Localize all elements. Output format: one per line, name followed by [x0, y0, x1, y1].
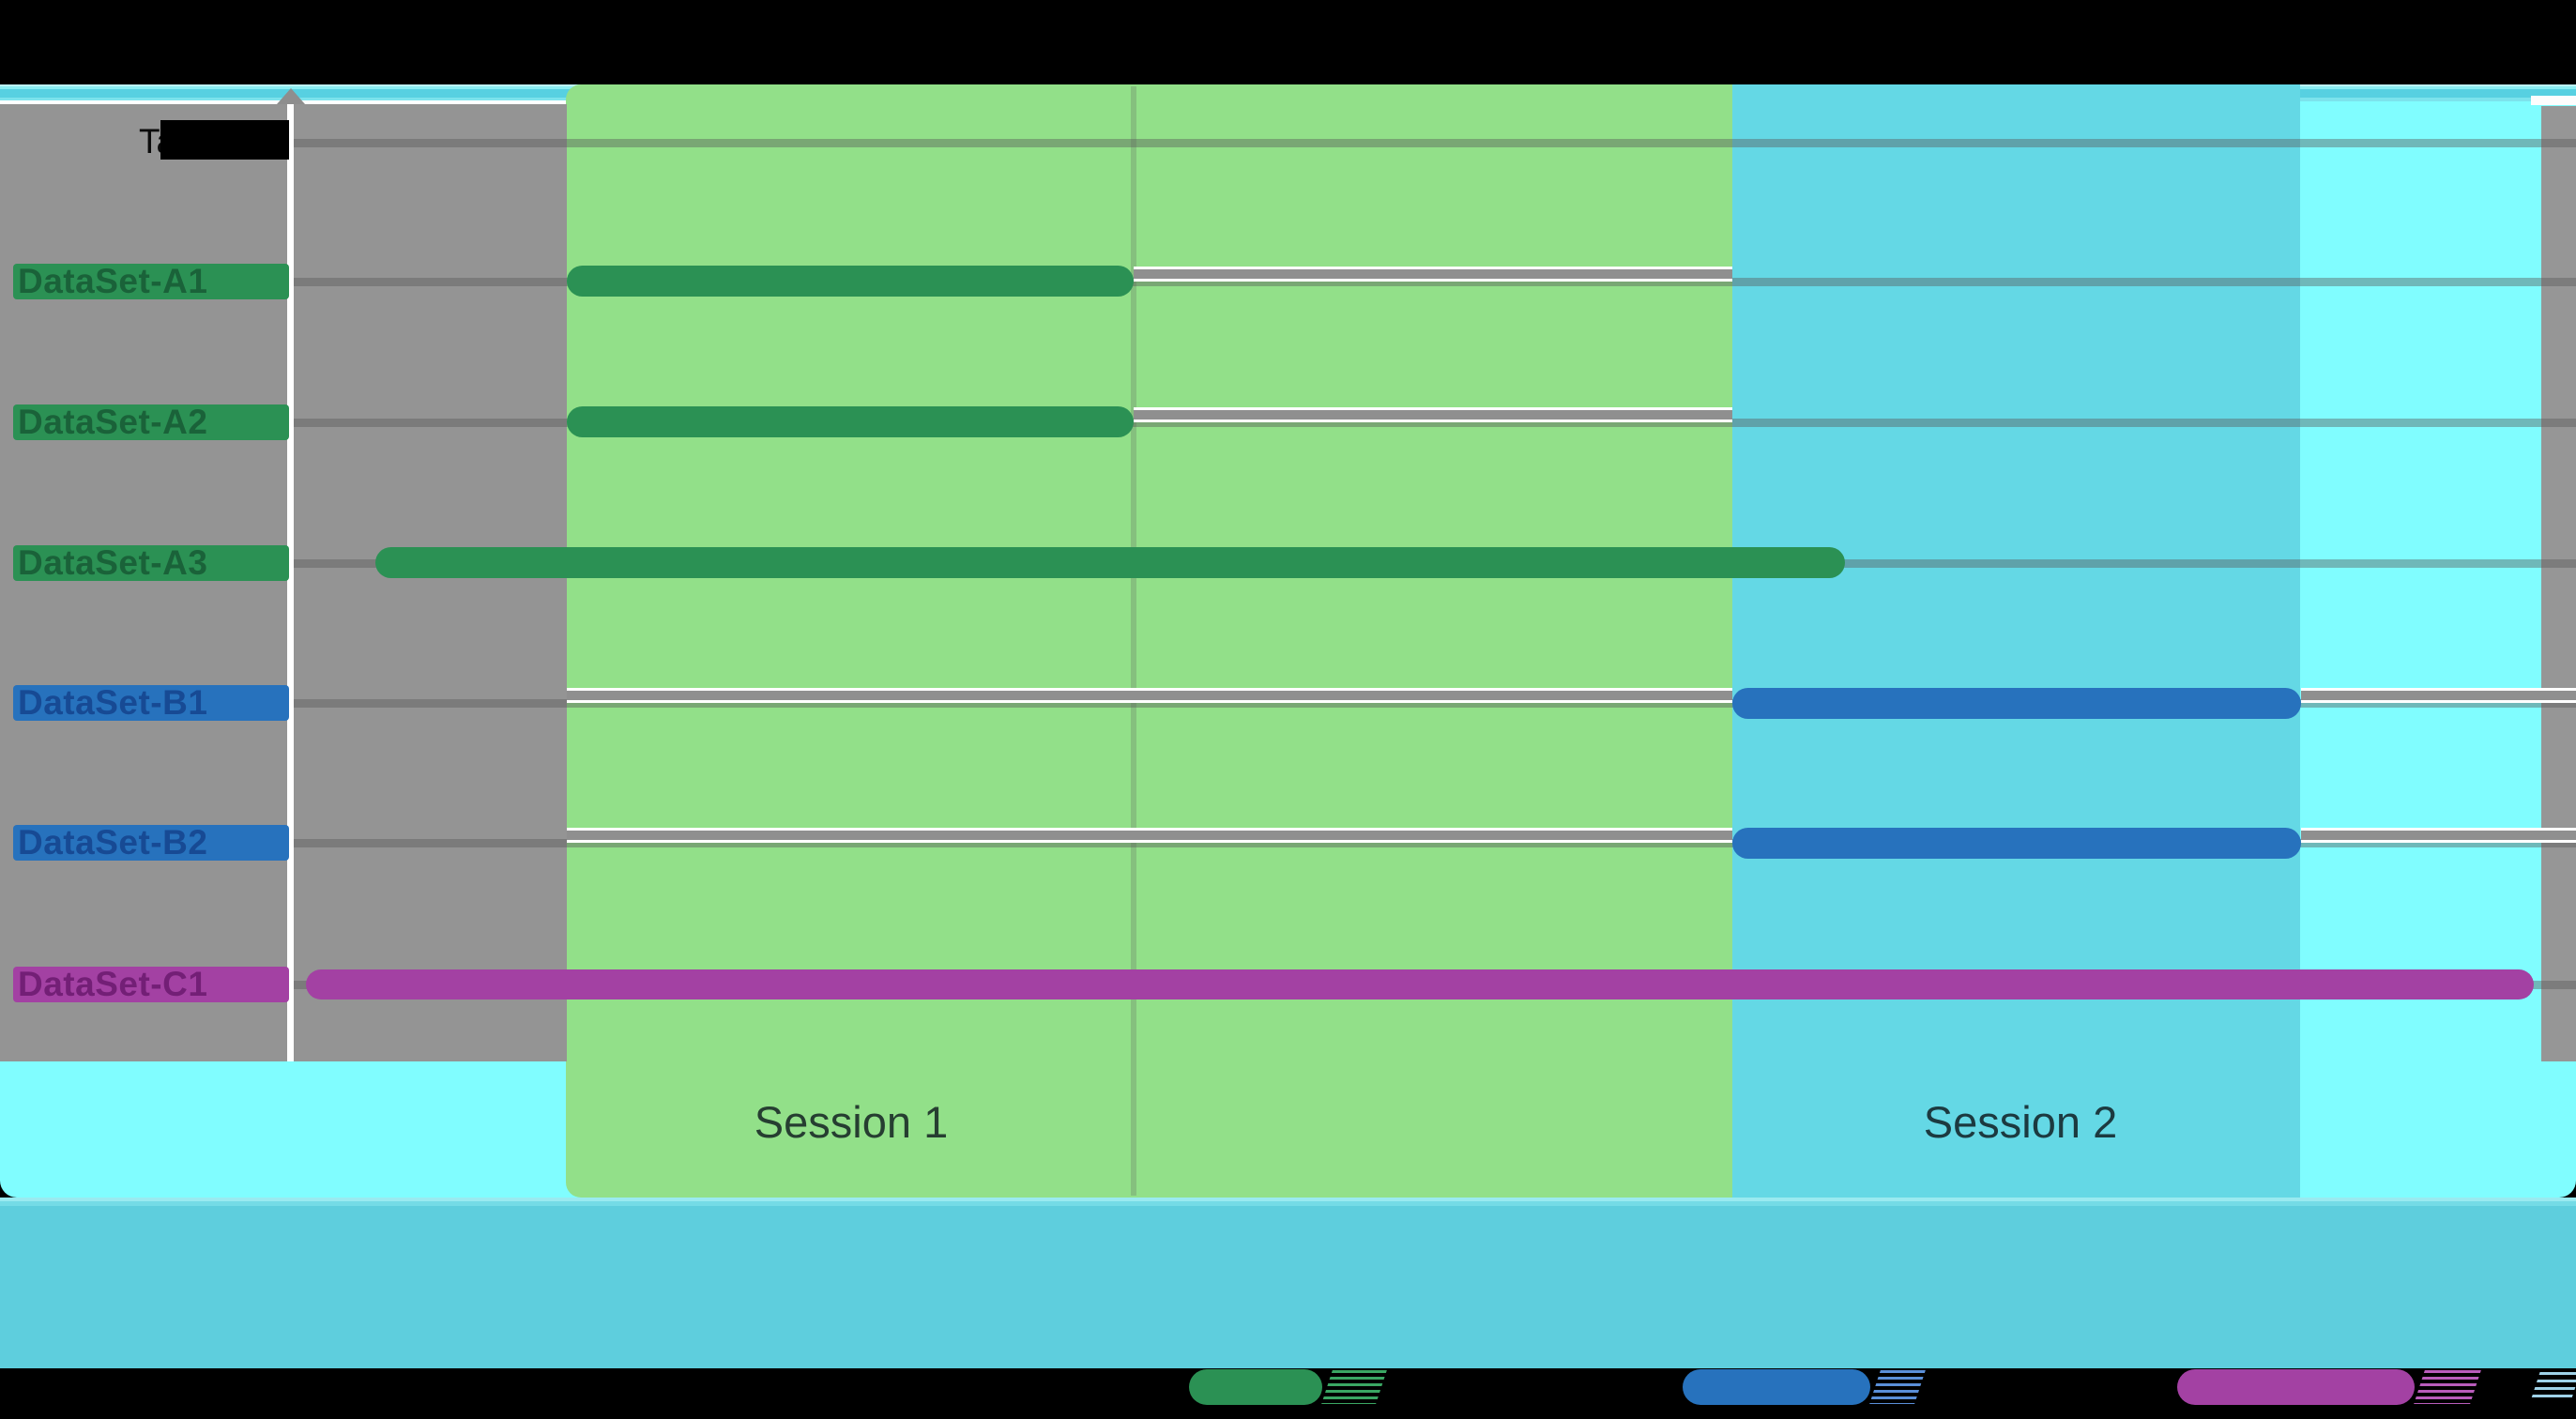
- track-segment: [567, 688, 1732, 703]
- row-label-dataset-b1: DataSet-B1: [13, 685, 289, 721]
- gridline-row-5: [294, 839, 2576, 847]
- row-label-dataset-a3: DataSet-A3: [13, 545, 289, 581]
- legend-corner-glitch: [2531, 1372, 2576, 1398]
- row-label-dataset-b2: DataSet-B2: [13, 825, 289, 861]
- session1-mid-gridline: [1131, 86, 1136, 1196]
- task-bar-dataset-b1: [1732, 688, 2301, 719]
- row-label-text: DataSet-A1: [18, 264, 208, 299]
- tasks-header-redaction-box: [160, 120, 289, 160]
- label-column-divider: [287, 101, 294, 1061]
- row-label-text: DataSet-B2: [18, 825, 208, 861]
- legend-swatch-series-b: [1683, 1369, 1870, 1405]
- gridline-row-4: [294, 699, 2576, 708]
- task-bar-dataset-b2: [1732, 828, 2301, 859]
- pre-session-column: [294, 104, 567, 1061]
- session-1-label: Session 1: [754, 1097, 949, 1147]
- row-label-text: DataSet-B1: [18, 685, 208, 721]
- gridline-row-1: [294, 278, 2576, 286]
- task-bar-dataset-a3: [375, 547, 1845, 578]
- legend-swatch-series-a: [1189, 1369, 1322, 1405]
- session-2-band: [1732, 84, 2300, 1198]
- track-segment: [2301, 828, 2576, 843]
- track-segment: [567, 828, 1732, 843]
- row-label-dataset-a1: DataSet-A1: [13, 264, 289, 299]
- session-2-label: Session 2: [1923, 1097, 2118, 1147]
- title-redaction-box: [0, 0, 2576, 84]
- task-bar-dataset-a1: [567, 266, 1134, 297]
- gridline-header: [294, 139, 2576, 147]
- track-segment: [2301, 688, 2576, 703]
- top-hairline-right: [2531, 96, 2576, 105]
- legend-text-glitch-purple: [2414, 1370, 2481, 1404]
- row-label-dataset-c1: DataSet-C1: [13, 967, 289, 1002]
- track-segment: [1134, 267, 1732, 282]
- track-segment: [1134, 407, 1732, 422]
- session-1-band: [566, 84, 1732, 1198]
- task-bar-dataset-c1: [306, 969, 2534, 999]
- row-label-text: DataSet-A2: [18, 404, 208, 440]
- bottom-cyan-band: [0, 1198, 2576, 1368]
- label-column: [0, 104, 287, 1061]
- divider-arrow-icon: [277, 88, 305, 104]
- legend-text-glitch-green: [1321, 1370, 1387, 1404]
- gridline-row-2: [294, 419, 2576, 427]
- right-gray-column: [2541, 106, 2576, 1061]
- row-label-text: DataSet-C1: [18, 967, 208, 1002]
- row-label-dataset-a2: DataSet-A2: [13, 404, 289, 440]
- legend-swatch-series-c: [2177, 1369, 2415, 1405]
- task-bar-dataset-a2: [567, 406, 1134, 437]
- row-label-text: DataSet-A3: [18, 545, 208, 581]
